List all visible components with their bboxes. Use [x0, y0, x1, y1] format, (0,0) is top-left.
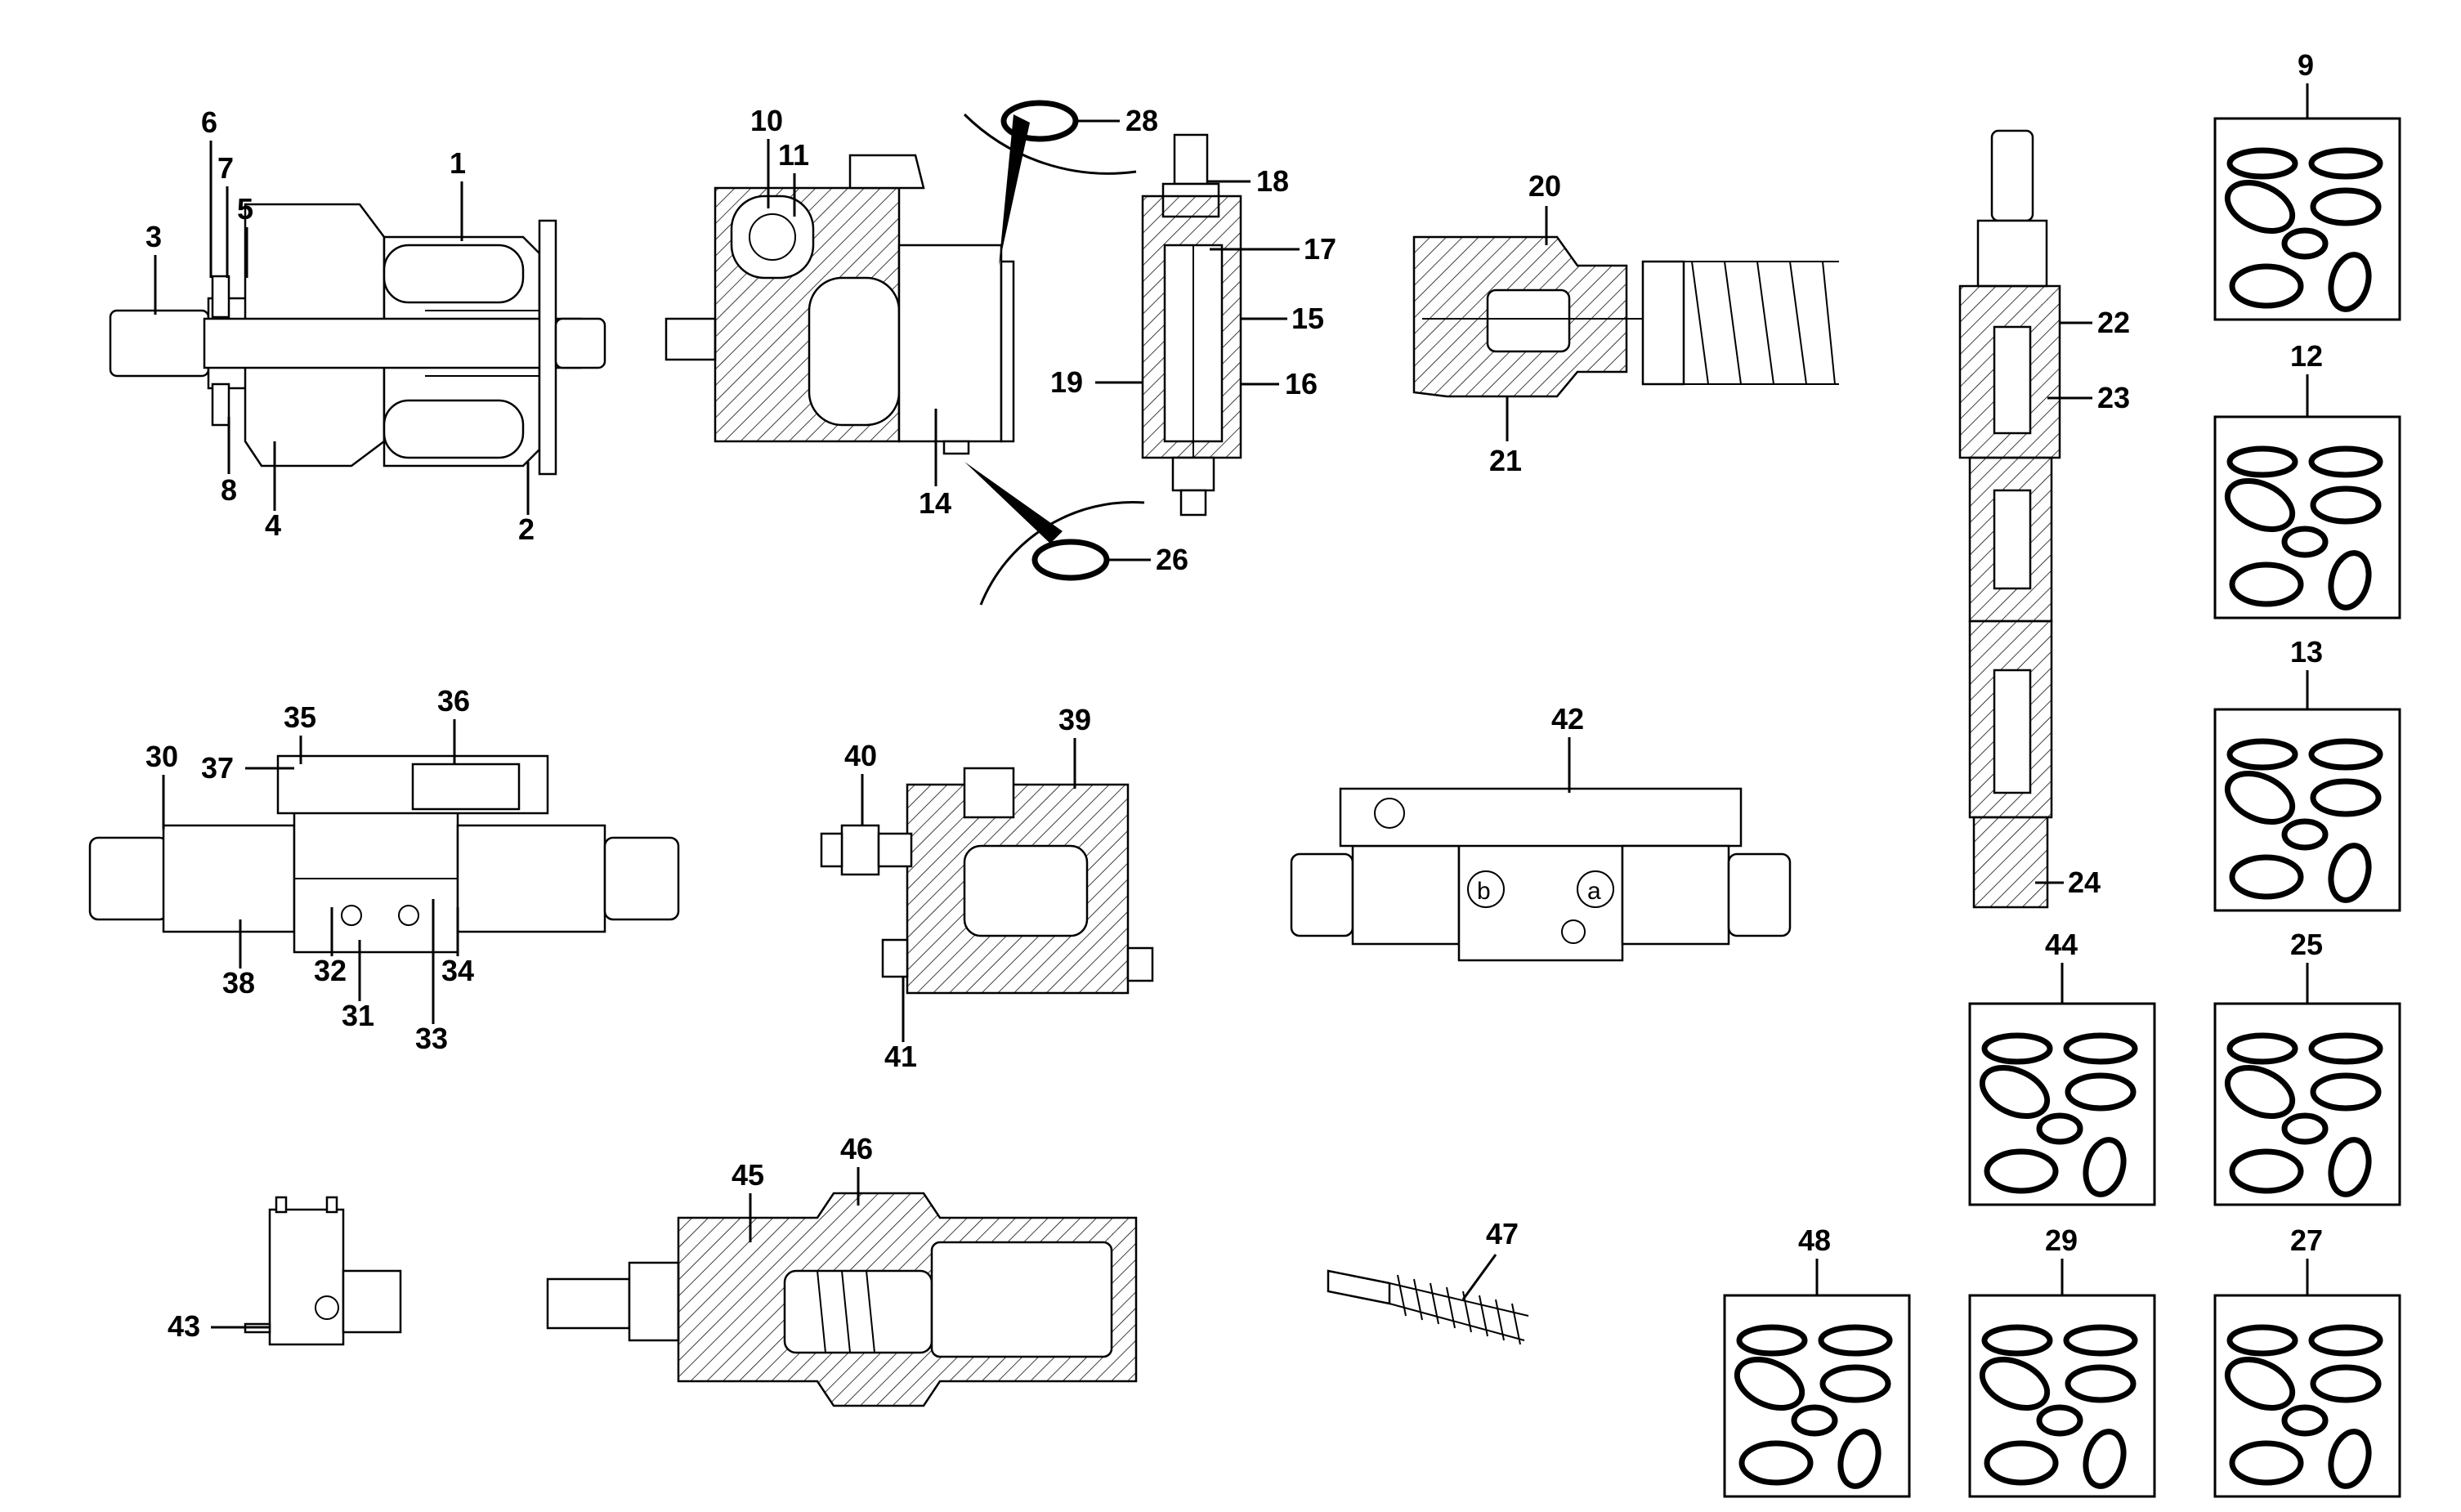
callouts-regulator: 18 17 15 16 19 [1050, 164, 1336, 400]
callout-30: 30 [145, 740, 178, 773]
callout-27: 27 [2290, 1223, 2323, 1257]
callout-11: 11 [778, 138, 809, 172]
seal-kit-29: 29 [1970, 1223, 2154, 1496]
seal-kit-13: 13 [2215, 635, 2400, 910]
callout-40: 40 [844, 739, 877, 772]
callout-19: 19 [1050, 365, 1083, 399]
callout-26: 26 [1156, 543, 1188, 576]
callout-32: 32 [314, 954, 347, 987]
callout-1: 1 [450, 146, 466, 180]
solenoid-valve-block [820, 767, 1154, 995]
callouts-solenoid: 39 40 41 [844, 703, 1091, 1073]
callout-14: 14 [919, 486, 951, 520]
callout-4: 4 [265, 508, 281, 542]
main-pump-assembly [109, 203, 606, 476]
callout-45: 45 [732, 1158, 764, 1192]
seal-kit-44: 44 [1970, 928, 2154, 1205]
callout-35: 35 [284, 700, 316, 734]
seal-kit-25: 25 [2215, 928, 2400, 1205]
callout-10: 10 [750, 104, 783, 137]
callout-7: 7 [217, 151, 234, 185]
seal-kit-12: 12 [2215, 339, 2400, 618]
callouts-pump-side: 10 11 14 [750, 104, 951, 520]
callout-23: 23 [2097, 381, 2130, 414]
callouts-cartridge: 45 46 [732, 1132, 873, 1242]
callout-34: 34 [441, 954, 474, 987]
callout-29: 29 [2045, 1223, 2078, 1257]
callout-42: 42 [1551, 702, 1584, 736]
seal-kit-48: 48 [1725, 1223, 1909, 1496]
callouts-spring-pin: 47 [1461, 1217, 1519, 1300]
callout-33: 33 [415, 1022, 448, 1055]
callout-17: 17 [1304, 232, 1336, 266]
callout-36: 36 [437, 684, 470, 718]
spool-valve-vertical [1958, 129, 2061, 909]
callouts-ported-valve: 42 [1551, 702, 1584, 793]
callout-5: 5 [237, 192, 253, 226]
callout-28: 28 [1125, 104, 1158, 137]
callout-46: 46 [840, 1132, 873, 1165]
callout-9: 9 [2298, 48, 2314, 82]
port-b-label: b [1477, 878, 1491, 905]
callout-8: 8 [221, 473, 237, 507]
seal-kit-9: 9 [2215, 48, 2400, 320]
pump-side-view [664, 154, 1015, 455]
callout-16: 16 [1285, 367, 1318, 400]
callout-48: 48 [1798, 1223, 1831, 1257]
callout-6: 6 [201, 105, 217, 139]
small-valve-block [244, 1196, 402, 1346]
directional-valve [88, 754, 680, 954]
callout-12: 12 [2290, 339, 2323, 373]
callout-20: 20 [1528, 169, 1561, 203]
detail-seal-26: 26 [964, 462, 1188, 606]
callout-39: 39 [1058, 703, 1091, 736]
detail-seal-28: 28 [963, 100, 1158, 266]
port-a-label: a [1587, 878, 1601, 905]
cartridge-valve [546, 1192, 1138, 1407]
callouts-small-block: 43 [168, 1309, 270, 1343]
spring-pin [1327, 1269, 1529, 1345]
callout-38: 38 [222, 966, 255, 1000]
callout-25: 25 [2290, 928, 2323, 961]
callout-3: 3 [145, 220, 162, 253]
callout-37: 37 [201, 751, 234, 785]
regulator-valve [1141, 133, 1242, 517]
callout-44: 44 [2045, 928, 2078, 961]
callouts-relief: 20 21 [1489, 169, 1561, 477]
callout-22: 22 [2097, 306, 2130, 339]
ported-valve-block: b a [1290, 787, 1792, 962]
callout-15: 15 [1291, 302, 1324, 335]
callout-2: 2 [518, 512, 535, 546]
callout-41: 41 [884, 1040, 917, 1073]
callout-21: 21 [1489, 444, 1522, 477]
callout-18: 18 [1256, 164, 1289, 198]
callouts-main-pump: 1 3 6 7 5 8 4 2 [145, 105, 535, 546]
relief-valve [1412, 235, 1839, 398]
callout-47: 47 [1486, 1217, 1519, 1250]
callouts-spool: 22 23 24 [2035, 306, 2130, 899]
callout-31: 31 [342, 999, 374, 1032]
callout-43: 43 [168, 1309, 200, 1343]
callouts-directional: 30 35 37 36 38 32 31 34 33 [145, 684, 474, 1055]
callout-13: 13 [2290, 635, 2323, 669]
seal-kit-27: 27 [2215, 1223, 2400, 1496]
callout-24: 24 [2068, 866, 2101, 899]
